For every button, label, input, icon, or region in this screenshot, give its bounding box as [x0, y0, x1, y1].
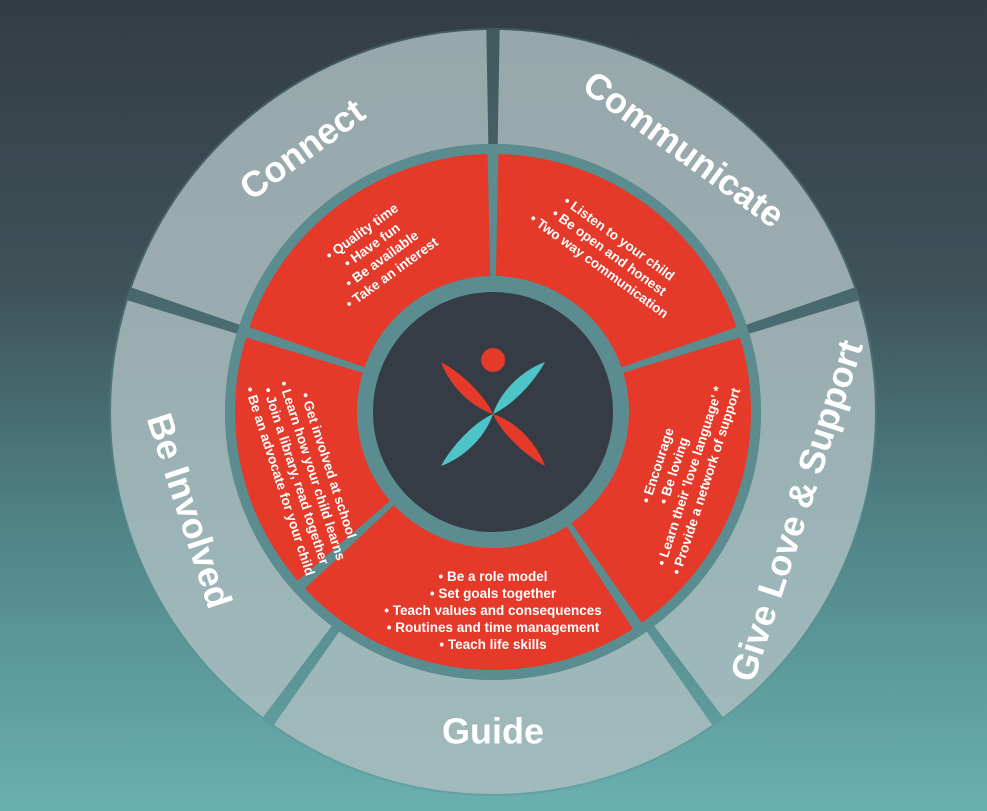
outer-segment-communicate[interactable]: [497, 30, 855, 325]
bullet-item: • Routines and time management: [387, 620, 600, 635]
outer-segment-guide[interactable]: [273, 631, 713, 794]
inner-segment-connect[interactable]: [249, 154, 491, 368]
person-leaves-logo-icon: [441, 348, 545, 466]
bullet-item: • Be a role model: [438, 569, 547, 584]
inner-segment-communicate[interactable]: [495, 154, 737, 368]
bullet-item: • Teach life skills: [439, 637, 546, 652]
inner-segment-be-involved[interactable]: [235, 337, 391, 581]
outer-segment-connect[interactable]: [131, 30, 489, 325]
bullet-item: • Set goals together: [430, 586, 557, 601]
center-circle: [373, 292, 613, 532]
inner-segment-give-love-support[interactable]: [571, 337, 751, 623]
bullet-item: • Teach values and consequences: [384, 603, 602, 618]
segment-title: Guide: [442, 711, 544, 752]
outer-segment-give-love-support[interactable]: [654, 300, 876, 718]
outer-segment-be-involved[interactable]: [111, 300, 332, 718]
inner-segment-guide[interactable]: [304, 505, 633, 670]
bullet-list: • Be a role model • Set goals together • T…: [384, 569, 602, 652]
